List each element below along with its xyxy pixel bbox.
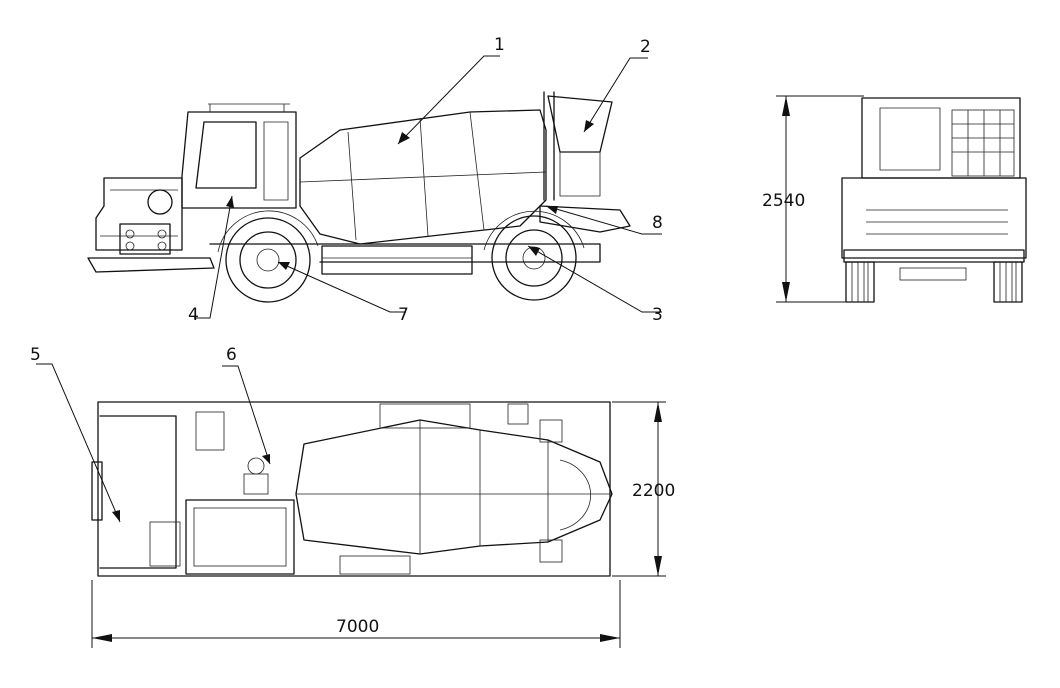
callout-8: 8	[652, 213, 663, 233]
right-tire	[993, 261, 1023, 303]
fuel-tank	[321, 245, 473, 275]
dimension-lines	[91, 95, 864, 648]
length-dimension: 7000	[336, 617, 379, 637]
top-cab	[185, 499, 295, 575]
width-dimension: 2200	[632, 481, 675, 501]
callout-7: 7	[398, 305, 409, 325]
callout-5: 5	[30, 345, 41, 365]
cab-door	[263, 121, 289, 201]
mixer-drum	[299, 109, 547, 245]
headlight-panel	[119, 223, 171, 255]
front-view	[841, 97, 1027, 303]
front-cab	[861, 97, 1021, 179]
side-view	[87, 91, 631, 303]
callout-4: 4	[188, 305, 199, 325]
top-engine	[99, 415, 177, 569]
callout-labels: 1 2 3 4 5 6 7 8	[30, 35, 663, 365]
left-tire	[845, 261, 875, 303]
feed-hopper	[547, 95, 613, 153]
callout-6: 6	[226, 345, 237, 365]
top-outline	[97, 401, 611, 577]
chassis-frame	[209, 243, 601, 263]
dimension-values: 7000 2200 2540	[336, 191, 805, 637]
height-dimension: 2540	[762, 191, 805, 211]
air-filter	[147, 189, 173, 215]
leader-lines	[36, 55, 662, 523]
front-bumper	[87, 257, 215, 273]
top-view	[91, 401, 613, 577]
callout-1: 1	[494, 35, 505, 55]
engine-hood	[95, 177, 183, 251]
discharge-chute	[539, 205, 631, 233]
top-mixer-drum	[295, 419, 613, 555]
rear-grille	[951, 109, 1015, 177]
front-wheel	[225, 217, 311, 303]
cab-outline	[181, 111, 297, 209]
rear-wheel	[491, 215, 577, 301]
front-bumper-bar	[843, 249, 1025, 263]
top-bumper	[91, 461, 103, 521]
cab-window	[195, 121, 257, 189]
front-body	[841, 177, 1027, 259]
callout-3: 3	[652, 305, 663, 325]
callout-2: 2	[640, 37, 651, 57]
